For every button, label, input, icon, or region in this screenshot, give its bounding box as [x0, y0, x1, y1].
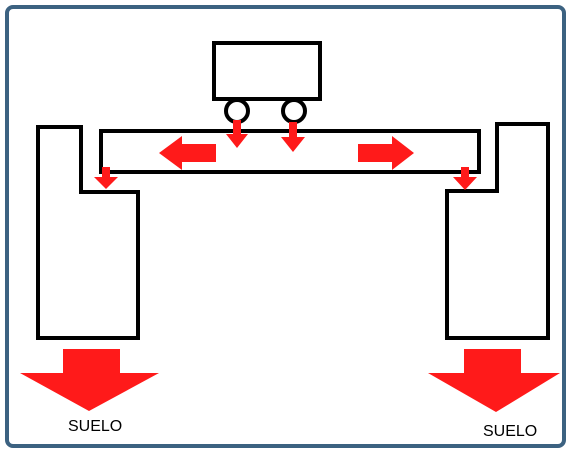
left-pillar	[36, 125, 140, 340]
deck-force-arrow-right	[358, 136, 414, 170]
wheel-load-arrow-right	[281, 122, 305, 152]
support-arrow-right	[453, 167, 477, 190]
ground-label-right: SUELO	[483, 423, 538, 440]
ground-label-left: SUELO	[68, 418, 123, 435]
vehicle-wheel-left	[224, 98, 250, 124]
ground-arrow-right	[428, 349, 560, 412]
wheel-load-arrow-left	[226, 120, 248, 148]
diagram-frame	[5, 5, 566, 448]
support-arrow-left	[94, 167, 118, 189]
deck-force-arrow-left	[159, 136, 216, 170]
vehicle-body	[212, 41, 322, 101]
vehicle-wheel-right	[281, 98, 307, 124]
ground-arrow-left	[20, 349, 159, 411]
right-pillar	[445, 122, 550, 340]
